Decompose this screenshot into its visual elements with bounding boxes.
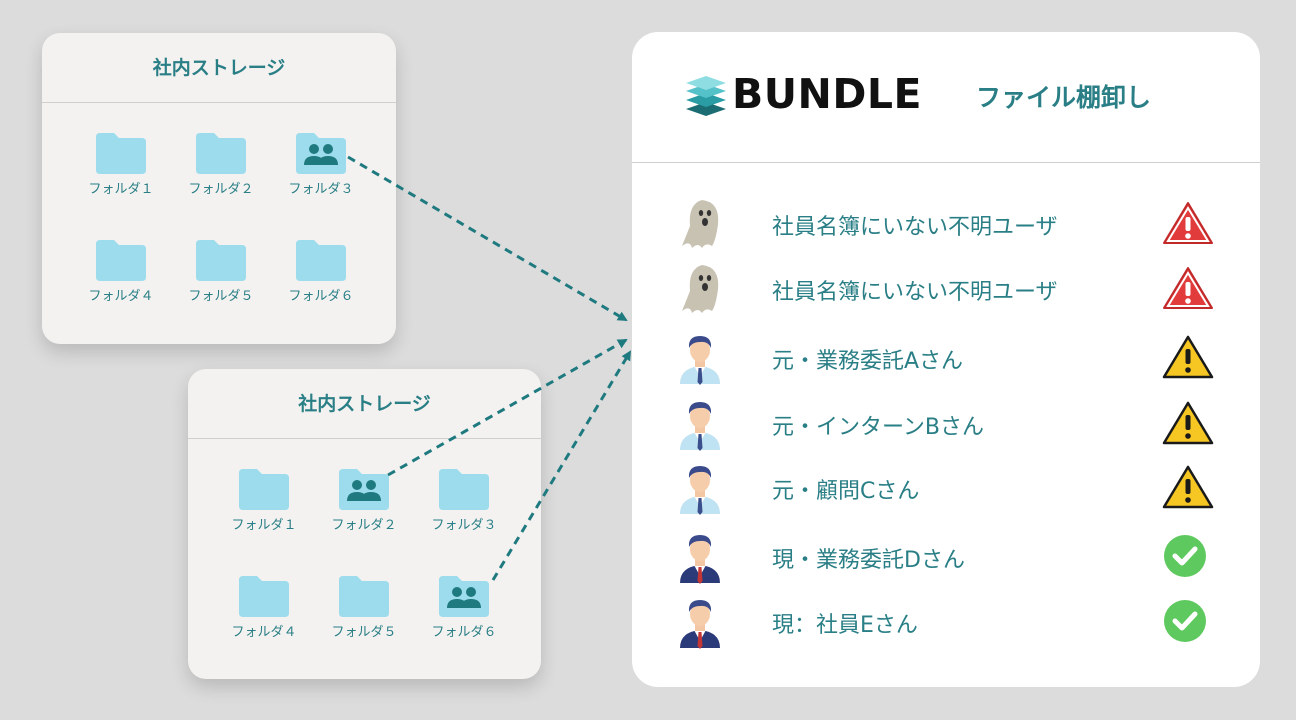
ok-check-icon (1162, 533, 1208, 579)
stacked-layers-icon (684, 76, 728, 118)
danger-warning-icon (1162, 200, 1214, 246)
caution-warning-icon (1162, 334, 1214, 380)
ghost-icon (672, 196, 728, 252)
user-row[interactable]: 現：社員Eさん (632, 594, 1260, 650)
person-light-suit-icon (672, 330, 728, 386)
brand-name: BUNDLE (732, 70, 922, 118)
user-row[interactable]: 元・顧問Cさん (632, 460, 1260, 516)
user-row[interactable]: 社員名簿にいない不明ユーザ (632, 196, 1260, 252)
user-name: 社員名簿にいない不明ユーザ (772, 209, 1058, 241)
user-row[interactable]: 現・業務委託Dさん (632, 529, 1260, 585)
panel-header: BUNDLE ファイル棚卸し (632, 32, 1260, 163)
user-name: 元・インターンBさん (772, 409, 984, 441)
ok-check-icon (1162, 598, 1208, 644)
person-dark-suit-icon (672, 529, 728, 585)
person-light-suit-icon (672, 396, 728, 452)
user-row[interactable]: 元・業務委託Aさん (632, 330, 1260, 386)
user-name: 元・顧問Cさん (772, 473, 919, 505)
user-name: 元・業務委託Aさん (772, 343, 963, 375)
ghost-icon (672, 261, 728, 317)
user-row[interactable]: 元・インターンBさん (632, 396, 1260, 452)
caution-warning-icon (1162, 400, 1214, 446)
arrow-folder3-to-bundle (348, 157, 626, 320)
user-name: 社員名簿にいない不明ユーザ (772, 274, 1058, 306)
user-name: 現・業務委託Dさん (772, 542, 965, 574)
arrow-folder6-to-bundle (493, 352, 630, 580)
arrow-folder2-to-bundle (388, 340, 626, 475)
person-dark-suit-icon (672, 594, 728, 650)
danger-warning-icon (1162, 265, 1214, 311)
user-row[interactable]: 社員名簿にいない不明ユーザ (632, 261, 1260, 317)
person-light-suit-icon (672, 460, 728, 516)
bundle-panel: BUNDLE ファイル棚卸し 社員名簿にいない不明ユーザ 社員名簿にいない不明ユ… (632, 32, 1260, 687)
caution-warning-icon (1162, 464, 1214, 510)
user-name: 現：社員Eさん (772, 607, 918, 639)
brand-subtitle: ファイル棚卸し (976, 78, 1151, 114)
